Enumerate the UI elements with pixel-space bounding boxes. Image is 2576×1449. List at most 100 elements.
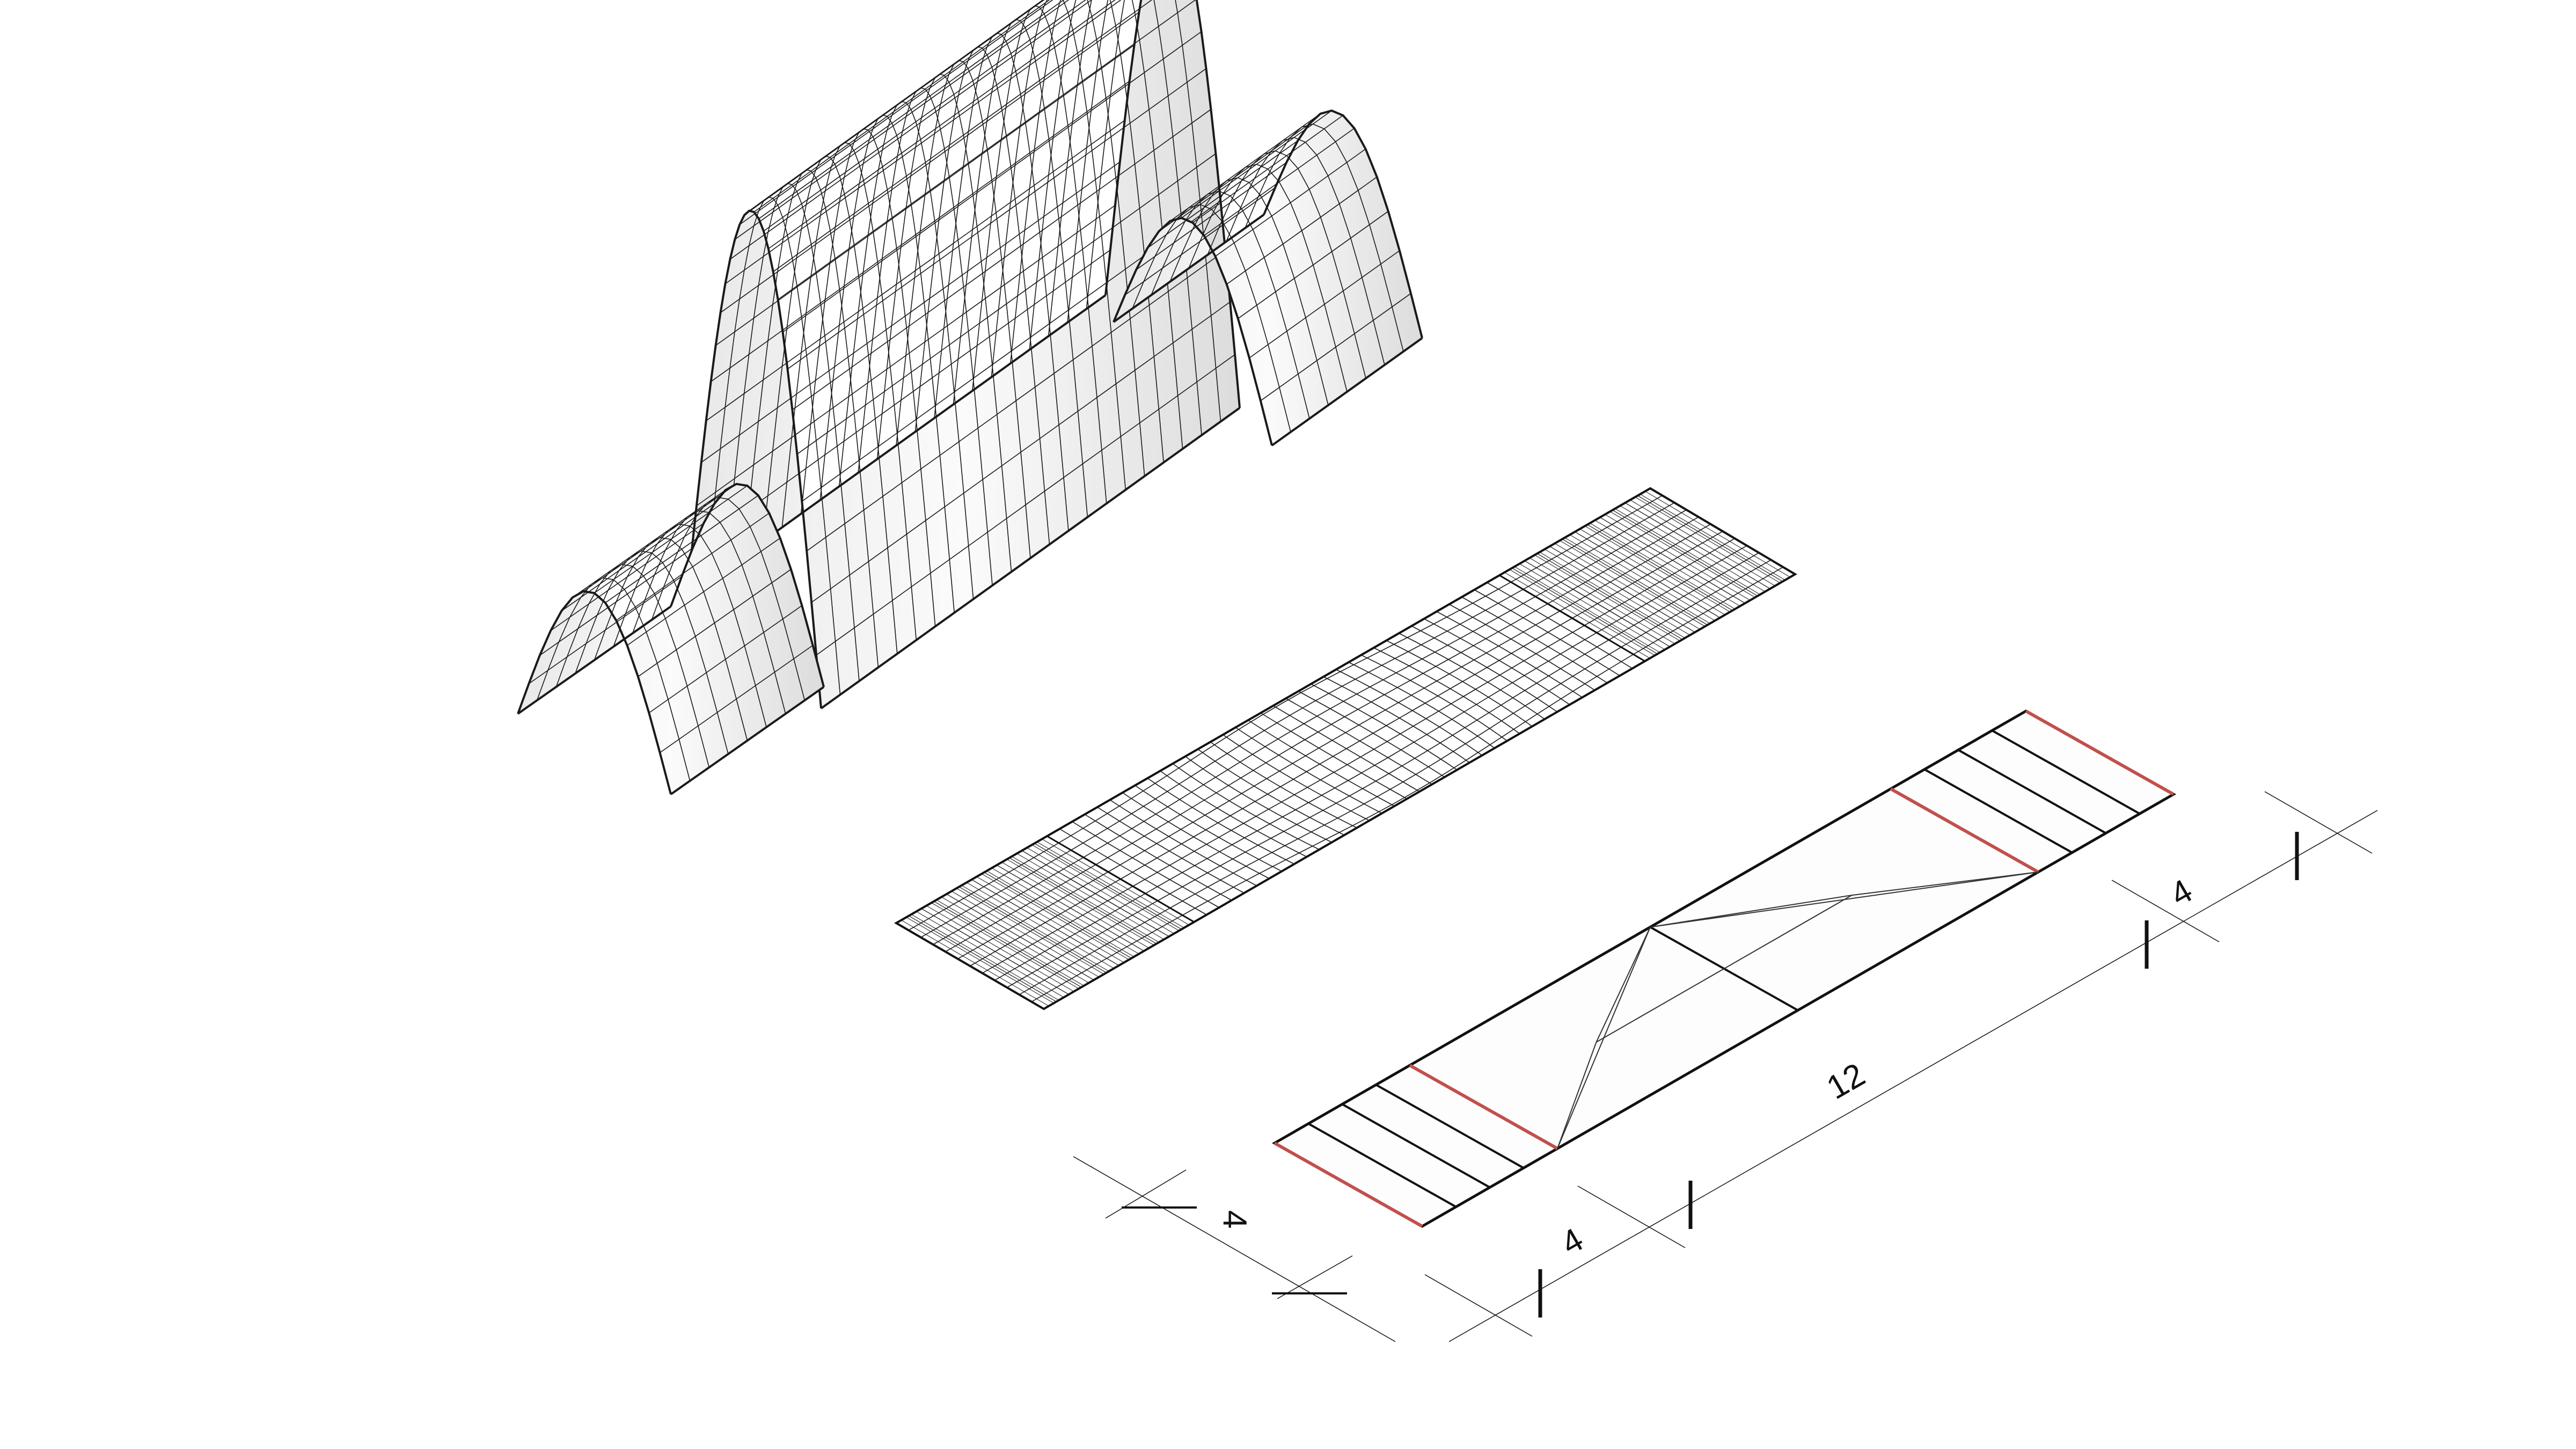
left-arch-mesh-rule	[528, 576, 682, 684]
flat-mesh-cross-line	[1323, 676, 1470, 763]
flat-mesh-end-hatch	[1554, 543, 1700, 630]
main-arch-mesh-rule	[749, 0, 1044, 211]
pattern-fold-line	[2025, 709, 2175, 796]
flat-mesh-cross-line	[1487, 582, 1633, 669]
dimension-line-main	[1448, 810, 2378, 1342]
flat-mesh-end-hatch	[976, 876, 1124, 963]
flat-mesh-cross-line	[1147, 778, 1295, 865]
flat-mesh-end-hatch	[951, 891, 1099, 978]
flat-mesh-cross-line	[1210, 741, 1357, 829]
vaulted-surface-3d	[517, 0, 1423, 795]
right-arch-mesh-rule	[1249, 250, 1400, 358]
dimension-extension-line	[1105, 1169, 1187, 1219]
flat-mesh-cross-line	[933, 901, 1082, 988]
flat-mesh-end-hatch	[1509, 569, 1655, 656]
dimension-extension-line	[1277, 1255, 1353, 1299]
main-arch-mesh-arc	[991, 0, 1126, 490]
flat-mesh-cross-line	[1461, 596, 1608, 684]
dimension-label-end-left: 4	[1555, 1221, 1590, 1262]
flat-mesh-cross-line	[1235, 727, 1382, 814]
flat-mesh-cross-line	[1197, 749, 1345, 836]
flat-mesh-cross-line	[1348, 662, 1495, 749]
flat-mesh-end-hatch	[1549, 546, 1695, 633]
flat-mesh-end-hatch	[926, 905, 1074, 992]
main-arch-mesh-rule	[729, 0, 1092, 260]
flat-mesh-cross-line	[1373, 647, 1520, 734]
pattern-fold-line	[1274, 1141, 1423, 1228]
flat-mesh-end-hatch	[1539, 552, 1685, 639]
right-arch-fill	[1114, 111, 1422, 446]
left-arch-mesh-rule	[572, 489, 726, 598]
flat-mesh-cross-line	[1135, 785, 1282, 872]
main-arch-mesh-rule	[720, 12, 1139, 313]
flat-mesh-cross-line	[909, 915, 1057, 1002]
left-arch-mesh-rule	[670, 686, 825, 795]
flat-mesh-cross-line	[1285, 698, 1432, 785]
dimension-label-width: 4	[1216, 1210, 1253, 1228]
flattened-mesh-strip	[894, 487, 1797, 1011]
left-arch-mesh-rule	[627, 537, 781, 646]
pattern-band-line	[1308, 1123, 1457, 1208]
flat-mesh-end-hatch	[1031, 844, 1180, 931]
main-arch-mesh-rule	[796, 153, 1216, 455]
dimension-label-end-right: 4	[2164, 872, 2199, 913]
flat-mesh-cross-line	[1273, 705, 1420, 792]
flat-mesh-end-hatch	[916, 911, 1064, 998]
left-arch-mesh-rule	[648, 605, 802, 714]
main-arch-mesh-rule	[792, 109, 1211, 411]
flat-mesh-end-hatch	[1524, 560, 1670, 647]
main-arch-mesh-rule	[806, 250, 1226, 552]
flat-mesh-cross-line	[1072, 821, 1220, 908]
flat-mesh-cross-line	[1009, 857, 1157, 945]
flat-mesh-cross-line	[1448, 604, 1596, 691]
dimension-extension-line	[1577, 1185, 1686, 1248]
main-arch-mesh-rule	[758, 0, 1065, 219]
flat-mesh-cross-line	[1587, 524, 1733, 611]
flat-mesh-end-hatch	[911, 914, 1059, 1001]
flat-mesh-end-hatch	[1609, 511, 1755, 598]
main-arch-mesh-rule	[744, 0, 1045, 216]
flat-mesh-end-hatch	[901, 920, 1049, 1007]
pattern-crease-line	[1724, 895, 1852, 969]
left-arch-mesh-rule	[561, 503, 715, 611]
right-arch-mesh-rule	[1158, 123, 1309, 232]
dimension-label-middle: 12	[1821, 1056, 1871, 1107]
main-arch-mesh-arc	[1104, 0, 1241, 408]
left-arch-mesh-rule	[660, 645, 814, 753]
flat-mesh-cross-line	[1512, 567, 1658, 655]
right-arch-mesh-rule	[1113, 214, 1265, 323]
flat-mesh-cross-line	[1474, 589, 1620, 676]
flat-mesh-end-hatch	[1564, 537, 1710, 624]
main-arch-mesh-rule	[739, 0, 1053, 225]
flat-mesh-cross-line	[1223, 734, 1370, 821]
fold-pattern-strip	[1271, 709, 2177, 1228]
right-arch-mesh-rule	[1147, 140, 1298, 248]
pattern-fold-line	[1890, 787, 2039, 874]
main-arch-mesh-rule	[706, 120, 1125, 421]
flat-mesh-end-hatch	[997, 865, 1144, 952]
main-arch-mesh-arc	[1067, 0, 1202, 435]
flat-mesh-cross-line	[1034, 843, 1182, 930]
flat-mesh-end-hatch	[981, 873, 1129, 960]
flat-mesh-cross-line	[1311, 683, 1458, 771]
flat-mesh-cross-line	[1260, 712, 1408, 800]
vault-left-small-arch	[517, 482, 825, 795]
flat-mesh-cross-line	[1298, 691, 1445, 778]
main-arch-mesh-rule	[820, 407, 1241, 709]
flat-mesh-end-hatch	[1037, 841, 1184, 928]
right-arch-mesh-rule	[1271, 337, 1423, 447]
main-arch-mesh-rule	[701, 162, 1121, 463]
flat-mesh-cross-line	[1185, 756, 1333, 843]
flat-mesh-end-hatch	[921, 908, 1069, 995]
flat-mesh-end-hatch	[1016, 853, 1165, 940]
flat-mesh-end-hatch	[1615, 508, 1760, 595]
flat-mesh-cross-line	[1637, 495, 1783, 582]
main-arch-mesh-rule	[715, 45, 1135, 346]
left-arch-mesh-rule	[594, 485, 748, 594]
pattern-band-line	[1992, 729, 2140, 815]
right-arch-mesh-rule	[1124, 187, 1276, 296]
right-arch-mesh-rule	[1136, 162, 1287, 270]
right-arch-mesh-rule	[1238, 211, 1389, 319]
main-arch-mesh-rule	[734, 0, 1070, 240]
main-arch-mesh-arc	[1029, 0, 1164, 463]
